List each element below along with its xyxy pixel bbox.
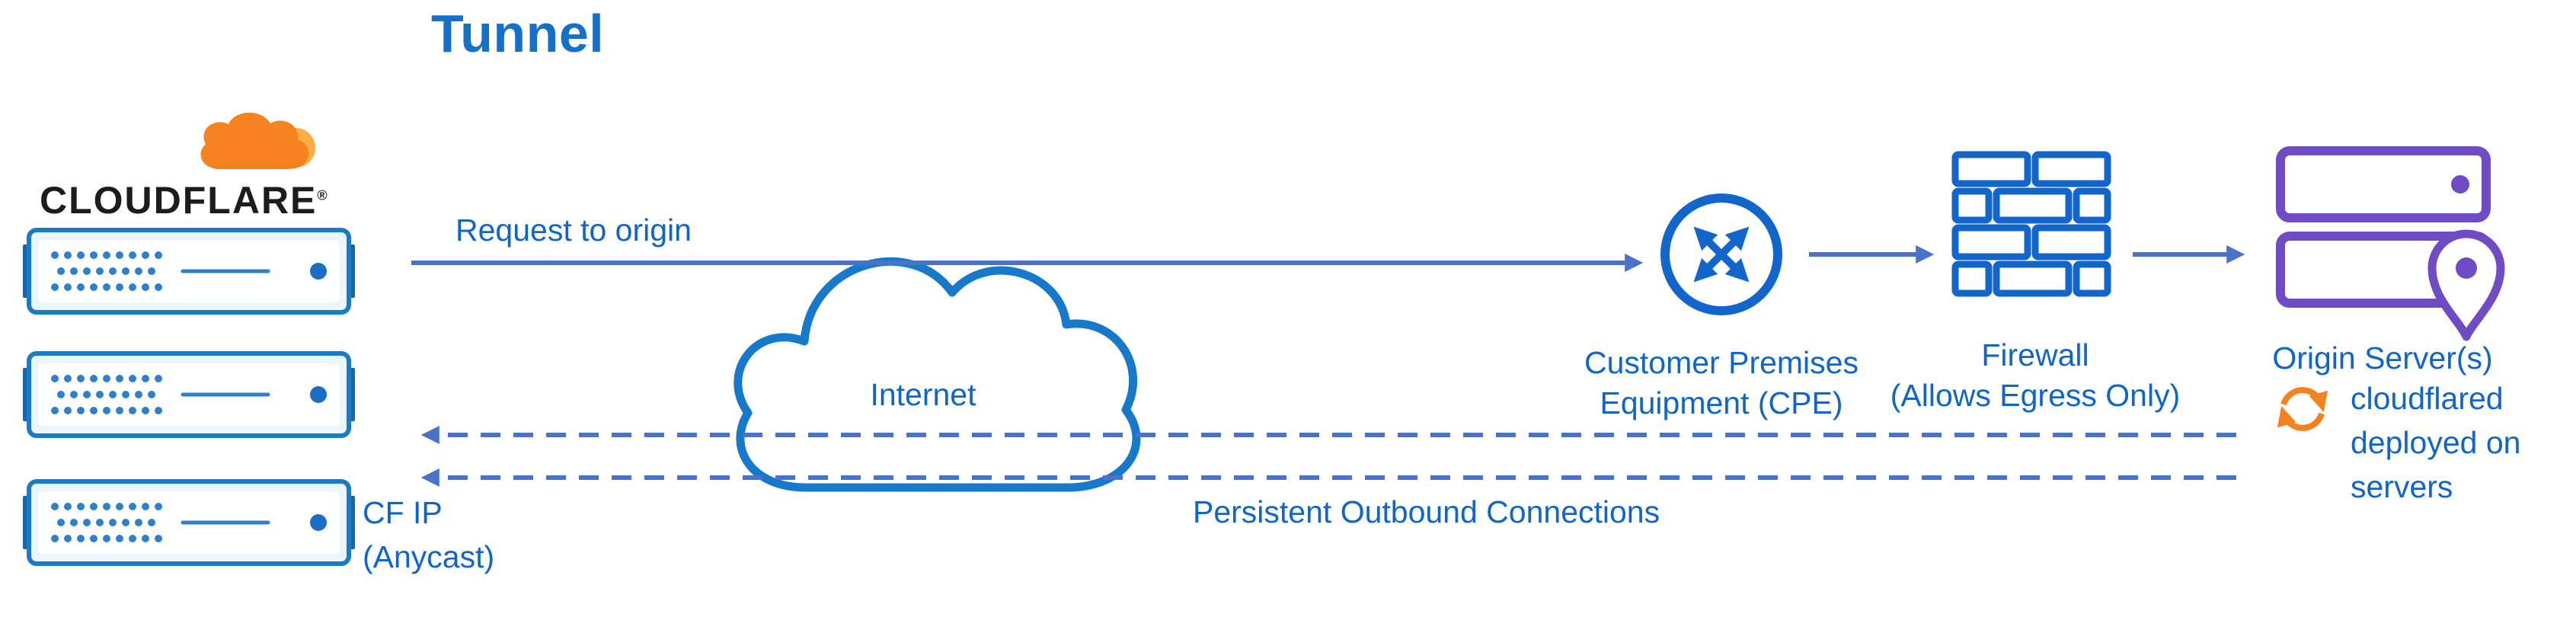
diagram-title: Tunnel bbox=[431, 4, 605, 63]
cpe-label-line1: Customer Premises bbox=[1584, 345, 1858, 380]
brick-wall-icon bbox=[1951, 151, 2111, 297]
cf-ip-anycast-label: CF IP (Anycast) bbox=[363, 491, 494, 579]
sync-arrows-icon bbox=[2277, 387, 2328, 431]
cloudflared-label-line3: servers bbox=[2351, 469, 2453, 505]
firewall-label-line2: (Allows Egress Only) bbox=[1890, 378, 2181, 414]
cloudflared-label: cloudflared deployed on servers bbox=[2351, 376, 2520, 510]
cf-ip-label-line2: (Anycast) bbox=[363, 539, 495, 575]
cf-ip-label-line1: CF IP bbox=[363, 495, 443, 530]
persistent-outbound-connections-label: Persistent Outbound Connections bbox=[1193, 494, 1660, 529]
origin-server-label: Origin Server(s) bbox=[2272, 340, 2493, 376]
request-to-origin-label: Request to origin bbox=[455, 213, 692, 248]
internet-cloud-icon bbox=[733, 257, 1141, 492]
firewall-label: Firewall (Allows Egress Only) bbox=[1860, 335, 2210, 417]
router-crossed-arrows-icon bbox=[1660, 193, 1782, 315]
server-stack-location-pin-icon bbox=[2276, 146, 2505, 341]
cloudflare-wordmark: CLOUDFLARE® bbox=[40, 178, 328, 222]
cloudflared-label-line2: deployed on bbox=[2351, 425, 2521, 461]
cpe-label-line2: Equipment (CPE) bbox=[1600, 385, 1843, 421]
cpe-label: Customer Premises Equipment (CPE) bbox=[1531, 343, 1912, 424]
cloudflare-cloud-icon bbox=[200, 112, 315, 169]
internet-label: Internet bbox=[870, 377, 976, 412]
registered-mark: ® bbox=[317, 187, 328, 203]
cloudflare-wordmark-text: CLOUDFLARE bbox=[40, 179, 318, 222]
cloudflared-label-line1: cloudflared bbox=[2351, 381, 2504, 416]
firewall-label-line1: Firewall bbox=[1981, 337, 2089, 372]
